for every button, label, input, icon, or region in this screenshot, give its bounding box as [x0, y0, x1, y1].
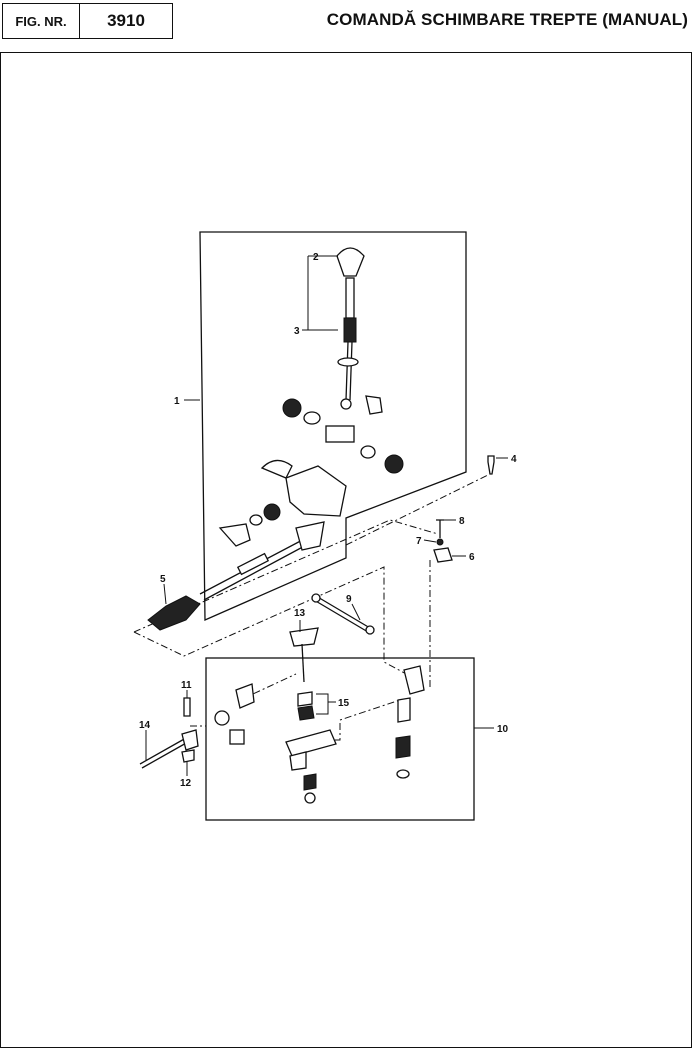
lever-shaft-lower [345, 341, 353, 401]
callout-9: 9 [346, 594, 352, 605]
gear-knob [336, 247, 365, 277]
callout-12: 12 [180, 778, 192, 789]
lever-eye [340, 398, 352, 410]
lever-washer [337, 357, 359, 367]
nut-lower-b [396, 769, 410, 779]
link-rod-end-b [365, 625, 375, 635]
bracket-6 [433, 547, 453, 563]
shift-shaft-14-end [181, 729, 199, 751]
bushing-mid-left [263, 503, 281, 521]
bushing-spacer [303, 411, 321, 425]
callout-3: 3 [294, 326, 300, 337]
callout-1: 1 [174, 396, 180, 407]
figure-number-box: FIG. NR. 3910 [2, 3, 173, 39]
washer-7 [436, 538, 444, 546]
callout-8: 8 [459, 516, 465, 527]
clip-12 [181, 749, 195, 763]
callout-15: 15 [338, 698, 350, 709]
callout-7: 7 [416, 536, 422, 547]
leader-5 [163, 583, 167, 605]
bushing-upper-right [384, 454, 404, 474]
cross-shaft-bracket [289, 751, 307, 771]
callout-5: 5 [160, 574, 166, 585]
shift-housing [285, 465, 347, 517]
callout-10: 10 [497, 724, 509, 735]
group-box-1 [199, 231, 467, 621]
callout-11: 11 [181, 680, 192, 691]
bolt-4 [487, 455, 495, 475]
group-box-10 [205, 657, 475, 821]
bushing-spacer-right [360, 445, 376, 459]
link-rod-end-a [311, 593, 321, 603]
vertical-shaft [397, 697, 411, 723]
lever-clip [365, 395, 383, 415]
leader-7 [423, 539, 437, 543]
nut-lower-a [304, 792, 316, 804]
rubber-boot [147, 595, 201, 631]
lever-shaft-upper [345, 277, 355, 319]
callout-13: 13 [294, 608, 306, 619]
shift-shaft-14 [139, 737, 189, 769]
bracket-13 [289, 627, 319, 647]
callout-4: 4 [511, 454, 517, 465]
leader-15 [316, 693, 336, 715]
bushing-upper-left [282, 398, 302, 418]
pivot-block [325, 425, 355, 443]
callout-6: 6 [469, 552, 475, 563]
housing-cover [260, 459, 293, 479]
callout-2: 2 [313, 252, 319, 263]
bushing-spacer-mid [249, 514, 263, 526]
page-title: COMANDĂ SCHIMBARE TREPTE (MANUAL) [326, 10, 688, 29]
select-block [229, 729, 245, 745]
select-lever [235, 683, 255, 709]
shift-pin [218, 523, 251, 547]
select-lever-eye [214, 710, 230, 726]
callout-14: 14 [139, 720, 151, 731]
shift-rod [199, 535, 313, 601]
shift-rod-sleeve [236, 552, 270, 576]
bushing-lower-b [395, 735, 411, 759]
connector-line-main [133, 566, 411, 677]
figure-label: FIG. NR. [3, 4, 80, 38]
bushing-lower-a [303, 773, 317, 791]
bolt-8 [436, 519, 444, 538]
upper-arm [403, 665, 425, 695]
pin-13 [301, 643, 305, 683]
leader-9 [351, 603, 361, 621]
bushing-15-lower [297, 705, 315, 721]
link-rod-9 [313, 595, 371, 633]
leader-2 [307, 255, 338, 331]
figure-number: 3910 [107, 11, 145, 30]
lever-boot [343, 317, 357, 343]
bushing-15-upper [297, 691, 313, 707]
connector-line-4 [345, 471, 495, 546]
bolt-11 [183, 697, 191, 717]
shift-rod-yoke [295, 521, 325, 551]
connector-line-left [133, 519, 439, 633]
cross-shaft [285, 729, 337, 757]
